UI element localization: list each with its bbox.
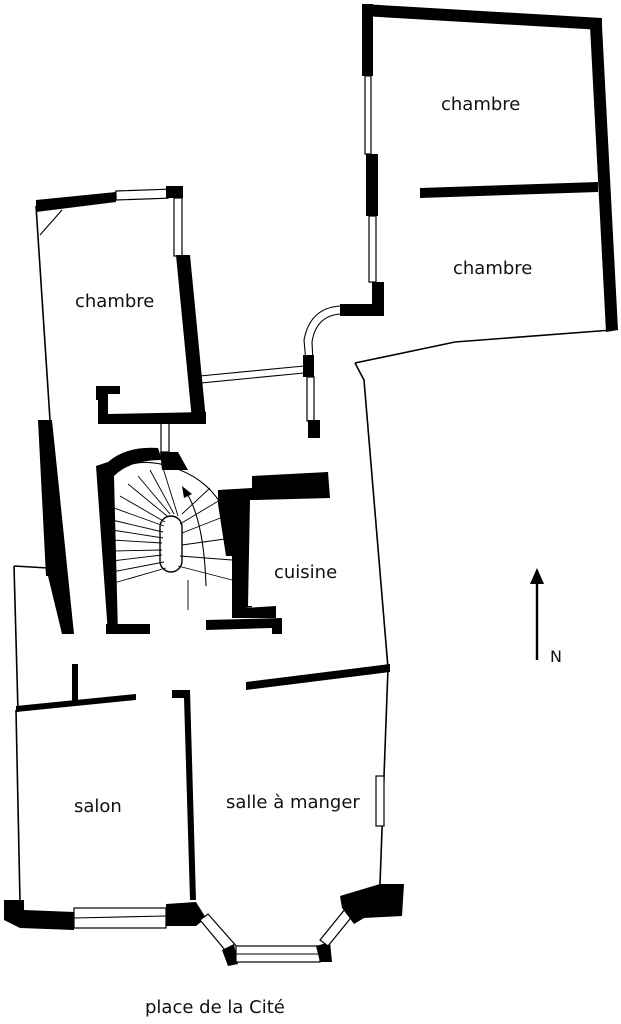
wall-w-top-left [36,192,116,212]
north-arrow [530,568,544,660]
wall-passage-post [303,355,314,377]
wall-stair-bottom [206,618,282,634]
north-east-wing [340,4,618,364]
wall-west-thick [38,420,74,634]
passage-curve [303,305,341,438]
label-salon: salon [74,796,122,817]
stair-outer-wall [96,447,162,634]
wall-ne-partition [420,182,598,198]
label-chambre-west: chambre [75,291,154,312]
label-chambre-east: chambre [453,258,532,279]
wall-passage-post-2 [308,420,320,438]
wall-ne-left-1 [362,4,373,76]
wall-south-left [4,900,74,930]
label-north: N [550,647,562,666]
wall-w-top-right [166,186,183,198]
cuisine-walls [218,472,330,618]
label-street: place de la Cité [145,997,285,1018]
wall-ne-bottom [354,329,613,364]
window-w-right [173,197,183,257]
wall-ne-right [590,26,618,332]
south-facade [4,884,404,966]
wall-ne-left-2 [366,154,378,216]
wall-salon-dining [172,690,196,900]
window-w-top [115,188,169,201]
wall-ne-top [362,4,602,30]
wall-w-right [176,255,206,420]
west-outer [13,420,74,713]
window-ne-2 [368,215,377,283]
label-cuisine: cuisine [274,562,337,583]
label-salle-a-manger: salle à manger [226,792,360,813]
central-walls [15,362,390,903]
window-dining-side [375,775,385,827]
wall-salon-north [16,694,136,712]
staircase [96,414,282,634]
window-ne-1 [364,75,372,155]
wall-ne-return [340,304,384,316]
wall-dining-north [246,664,390,690]
wall-south-right [340,884,404,924]
wall-w-notch [96,386,206,424]
wall-south-mid [166,902,206,926]
window-passage [306,376,315,422]
west-chambre-wing [35,186,305,424]
label-chambre-north: chambre [441,94,520,115]
